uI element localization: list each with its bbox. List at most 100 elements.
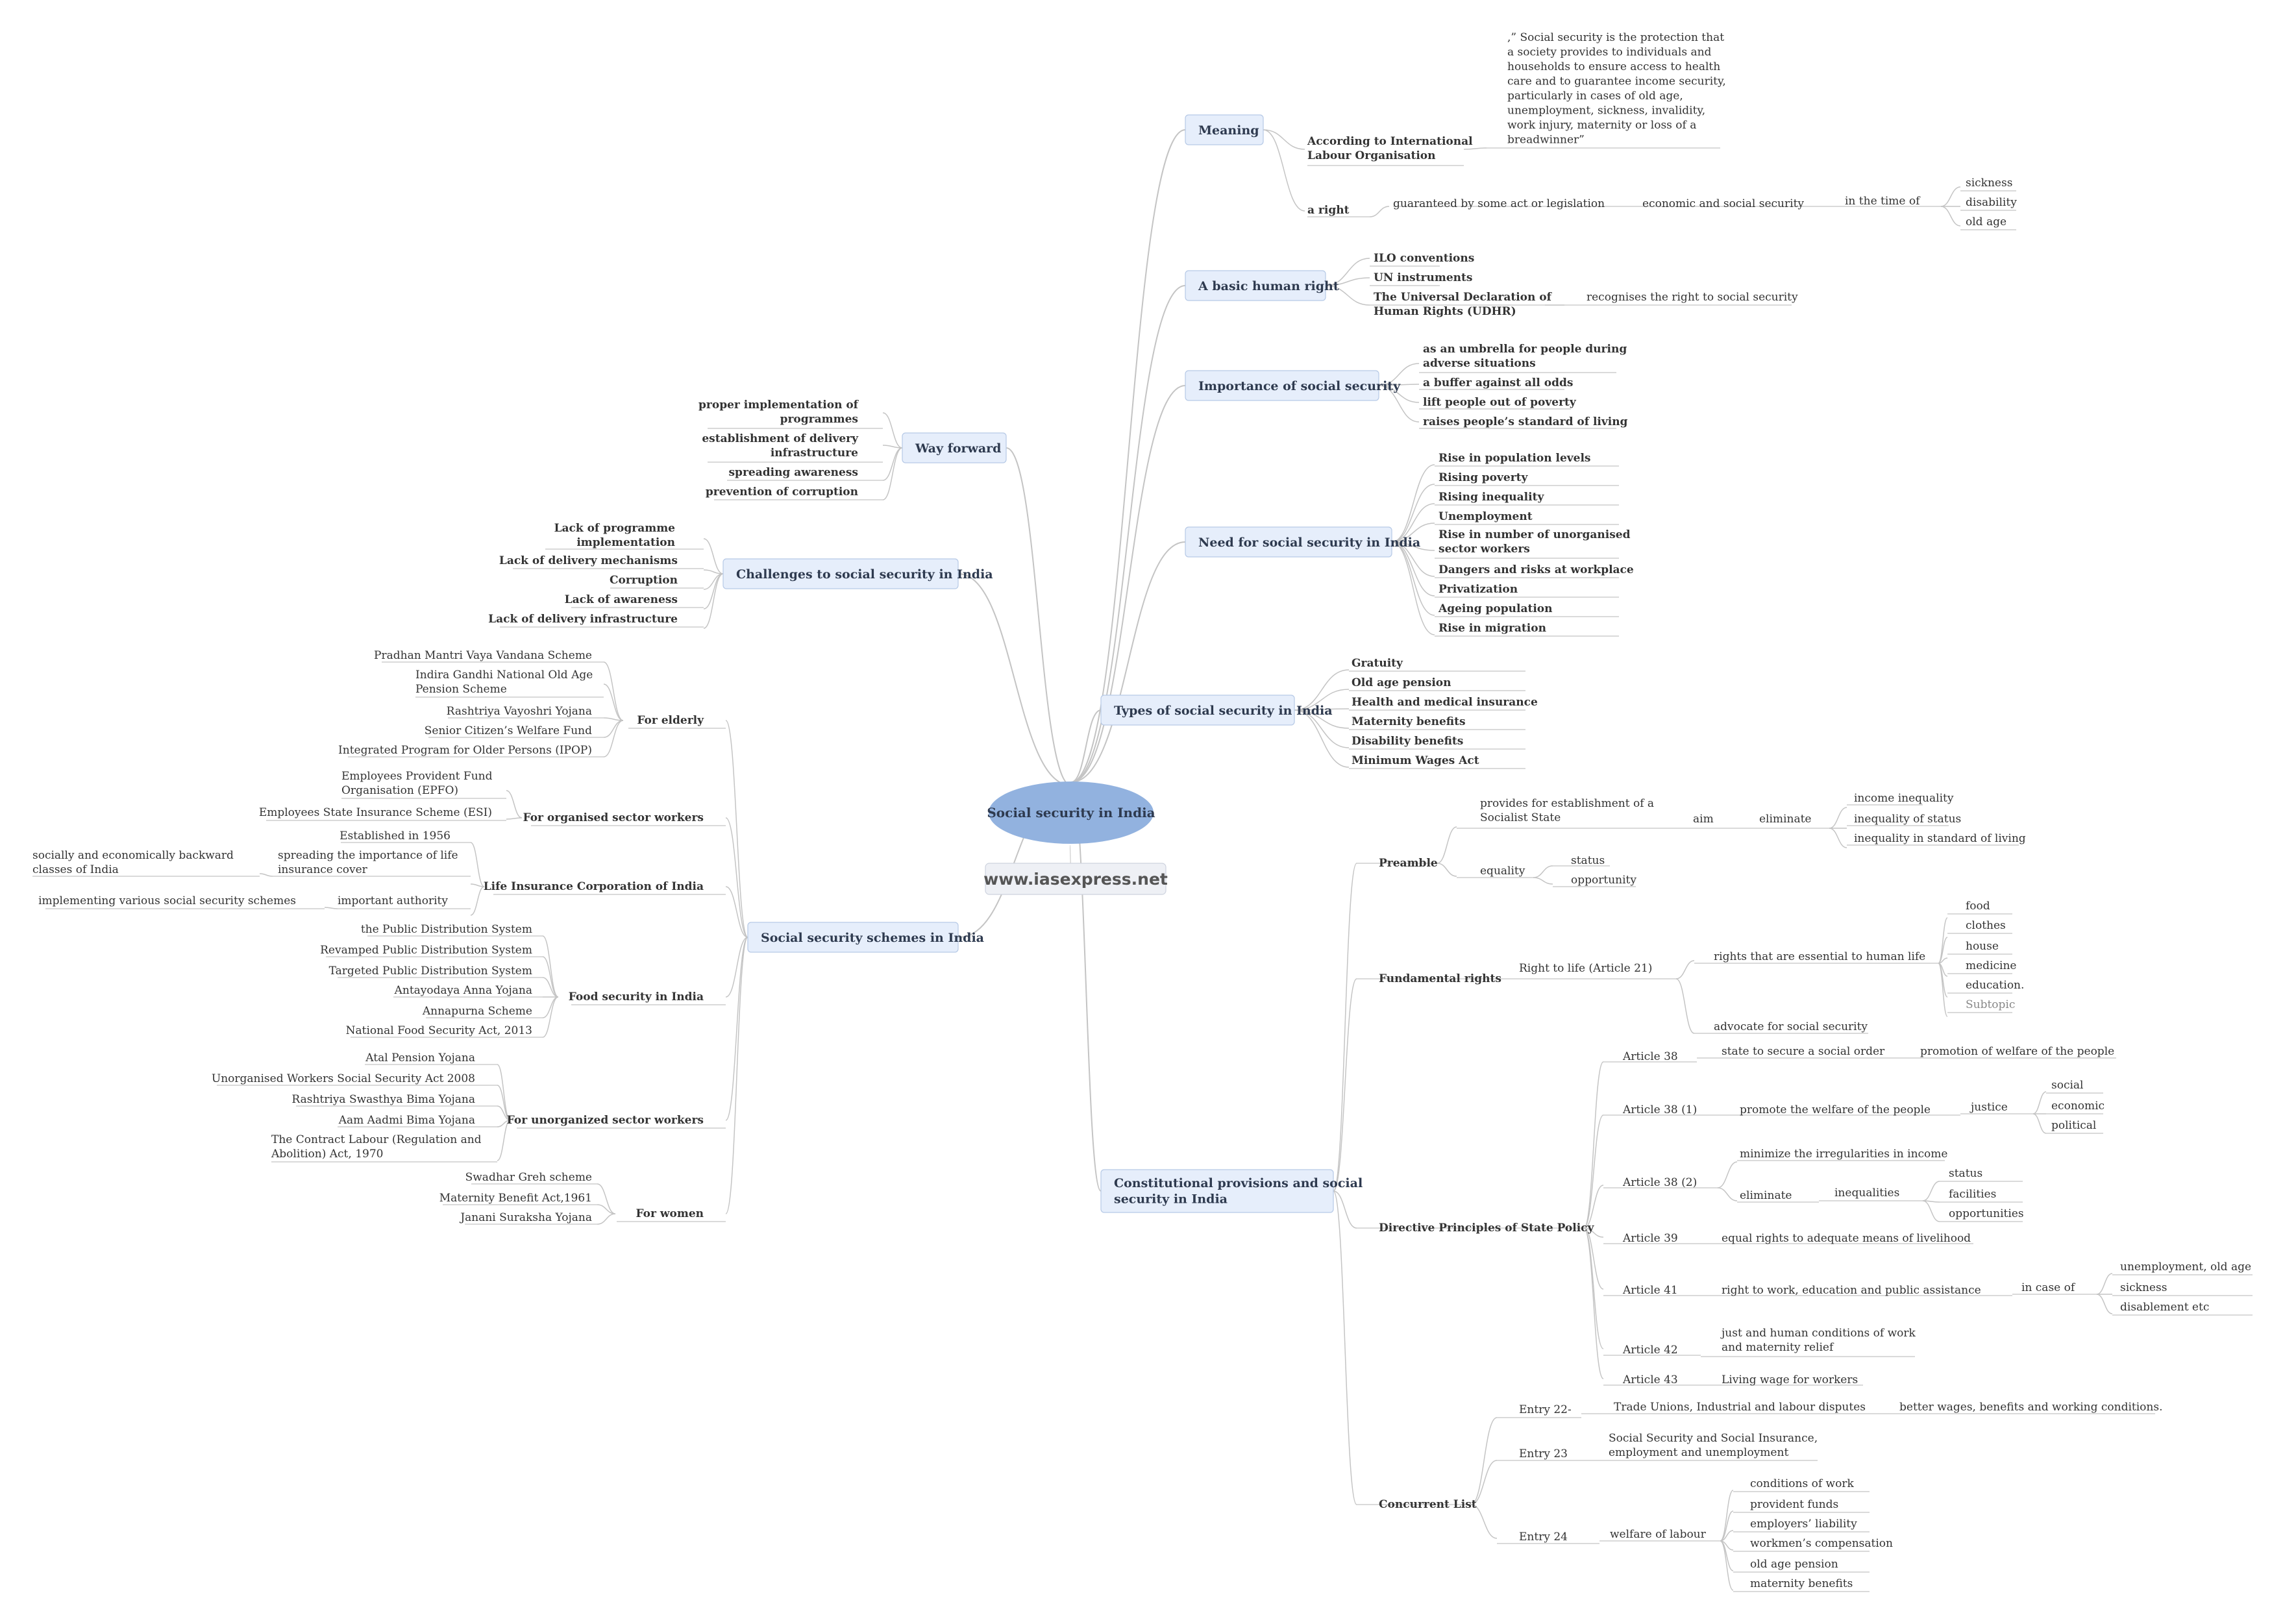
topic-basic-right-items-1: UN instruments: [1374, 271, 1472, 284]
topic-text: old age pension: [1750, 1558, 1838, 1571]
topic-text: Corruption: [610, 574, 678, 587]
topic-text: social: [2051, 1079, 2084, 1092]
topic-schemes-lic-label: Life Insurance Corporation of India: [484, 880, 704, 893]
topic-constitutional-dpsp-a381: Article 38 (1): [1622, 1103, 1697, 1116]
topic-text: Aam Aadmi Bima Yojana: [338, 1114, 475, 1127]
topic-constitutional-dpsp-a38-promo: promotion of welfare of the people: [1920, 1045, 2114, 1058]
topic-text: Entry 23: [1519, 1447, 1568, 1460]
topic-text: Trade Unions, Industrial and labour disp…: [1614, 1401, 1866, 1414]
topic-text: Article 42: [1622, 1344, 1678, 1357]
topic-text: Concurrent List: [1379, 1498, 1477, 1511]
topic-constitutional-preamble-equality-items-1: opportunity: [1571, 874, 1636, 887]
topic-importance-items-3: raises people’s standard of living: [1423, 415, 1628, 428]
topic-text: Employees State Insurance Scheme (ESI): [259, 806, 492, 819]
topic-constitutional-fundamental-article21: Right to life (Article 21): [1519, 962, 1652, 975]
topic-constitutional-dpsp-inequalities: inequalities: [1834, 1187, 1899, 1200]
topic-text: employers’ liability: [1750, 1518, 1857, 1531]
topic-constitutional-dpsp-justice: justice: [1969, 1101, 2008, 1114]
topic-text: inequality in standard of living: [1854, 832, 2026, 845]
topic-constitutional-preamble-eliminate-items-2: inequality in standard of living: [1854, 832, 2026, 845]
branch-challenges-label: Challenges to social security in India: [722, 558, 993, 589]
topic-way-forward-items-2: spreading awareness: [728, 466, 858, 479]
topic-text: in the time of: [1845, 195, 1921, 208]
topic-constitutional-dpsp-a41: Article 41: [1622, 1284, 1678, 1297]
topic-text: National Food Security Act, 2013: [346, 1024, 532, 1037]
topic-constitutional-dpsp-case-items-0: unemployment, old age: [2120, 1261, 2251, 1273]
topic-text: opportunities: [1949, 1207, 2024, 1220]
topic-text: medicine: [1966, 959, 2016, 972]
topic-text: Integrated Program for Older Persons (IP…: [338, 744, 592, 757]
topic-schemes-women-items-0: Swadhar Greh scheme: [465, 1171, 592, 1184]
topic-text: status: [1949, 1167, 1982, 1180]
topic-constitutional-preamble-equality-items-0: status: [1571, 854, 1605, 867]
topic-constitutional-dpsp-justice-items-1: economic: [2051, 1100, 2105, 1113]
topic-need-items-6: Privatization: [1439, 583, 1518, 596]
topic-constitutional-dpsp-a382: Article 38 (2): [1622, 1176, 1697, 1189]
topic-importance-items-2: lift people out of poverty: [1423, 396, 1577, 409]
topic-meaning-econ: economic and social security: [1642, 197, 1804, 210]
topic-constitutional-fundamental-items-2: house: [1966, 940, 1999, 953]
topic-schemes-women-items-1: Maternity Benefit Act,1961: [439, 1192, 592, 1205]
topic-constitutional-fundamental-label: Fundamental rights: [1379, 972, 1501, 985]
topic-schemes-food-items-2: Targeted Public Distribution System: [329, 965, 532, 978]
topic-text: Fundamental rights: [1379, 972, 1501, 985]
topic-text: sickness: [2120, 1281, 2167, 1294]
topic-meaning-ilo-quote: ,” Social security is the protection tha…: [1507, 31, 1726, 147]
topic-text: Article 43: [1622, 1373, 1678, 1386]
topic-constitutional-dpsp-justice-items-0: social: [2051, 1079, 2084, 1092]
topic-text: For unorganized sector workers: [507, 1114, 704, 1127]
topic-text: important authority: [338, 894, 448, 907]
topic-constitutional-dpsp-ineq-items-1: facilities: [1949, 1188, 1996, 1201]
topic-text: Article 41: [1622, 1284, 1678, 1297]
topic-text: Living wage for workers: [1722, 1373, 1858, 1386]
topic-types-items-3: Maternity benefits: [1352, 715, 1466, 728]
topic-text: For elderly: [637, 714, 704, 727]
topic-text: eliminate: [1759, 813, 1811, 826]
branch-text: Importance of social security: [1198, 379, 1401, 393]
topic-text: Lack of delivery infrastructure: [488, 613, 678, 626]
topic-constitutional-dpsp-a43-text: Living wage for workers: [1722, 1373, 1858, 1386]
topic-schemes-food-items-0: the Public Distribution System: [361, 923, 532, 936]
branch-way-forward-label: Way forward: [902, 432, 1007, 463]
topic-schemes-food-items-4: Annapurna Scheme: [422, 1005, 532, 1018]
topic-constitutional-dpsp-a382-min: minimize the irregularities in income: [1740, 1148, 1947, 1161]
topic-text: Entry 22-: [1519, 1403, 1572, 1416]
topic-text: better wages, benefits and working condi…: [1899, 1401, 2162, 1414]
topic-schemes-elderly-items-4: Integrated Program for Older Persons (IP…: [338, 744, 592, 757]
topic-text: a buffer against all odds: [1423, 376, 1573, 389]
topic-constitutional-preamble-eliminate-items-1: inequality of status: [1854, 813, 1961, 826]
branch-text: Challenges to social security in India: [736, 567, 993, 582]
branch-need-label: Need for social security in India: [1185, 526, 1420, 558]
topic-schemes-food-items-5: National Food Security Act, 2013: [346, 1024, 532, 1037]
topic-constitutional-dpsp-a382-elim: eliminate: [1740, 1189, 1792, 1202]
topic-text: political: [2051, 1119, 2096, 1132]
topic-text: welfare of labour: [1610, 1528, 1707, 1541]
topic-constitutional-preamble-eliminate-items-0: income inequality: [1854, 792, 1954, 805]
topic-challenges-items-3: Lack of awareness: [565, 593, 678, 606]
topic-text: economic: [2051, 1100, 2105, 1113]
branch-text: Types of social security in India: [1114, 704, 1333, 718]
topic-need-items-8: Rise in migration: [1439, 622, 1546, 635]
topic-constitutional-fundamental-items-5: Subtopic: [1966, 998, 2015, 1011]
topic-constitutional-dpsp-label: Directive Principles of State Policy: [1379, 1222, 1594, 1235]
topic-text: maternity benefits: [1750, 1577, 1853, 1590]
topic-text: house: [1966, 940, 1999, 953]
topic-constitutional-concurrent-e22-more: better wages, benefits and working condi…: [1899, 1401, 2162, 1414]
topic-text: old age: [1966, 215, 2007, 228]
topic-schemes-food-label: Food security in India: [569, 990, 704, 1003]
topic-constitutional-concurrent-e24-items-4: old age pension: [1750, 1558, 1838, 1571]
topic-text: disablement etc: [2120, 1301, 2209, 1314]
topic-text: Maternity benefits: [1352, 715, 1466, 728]
